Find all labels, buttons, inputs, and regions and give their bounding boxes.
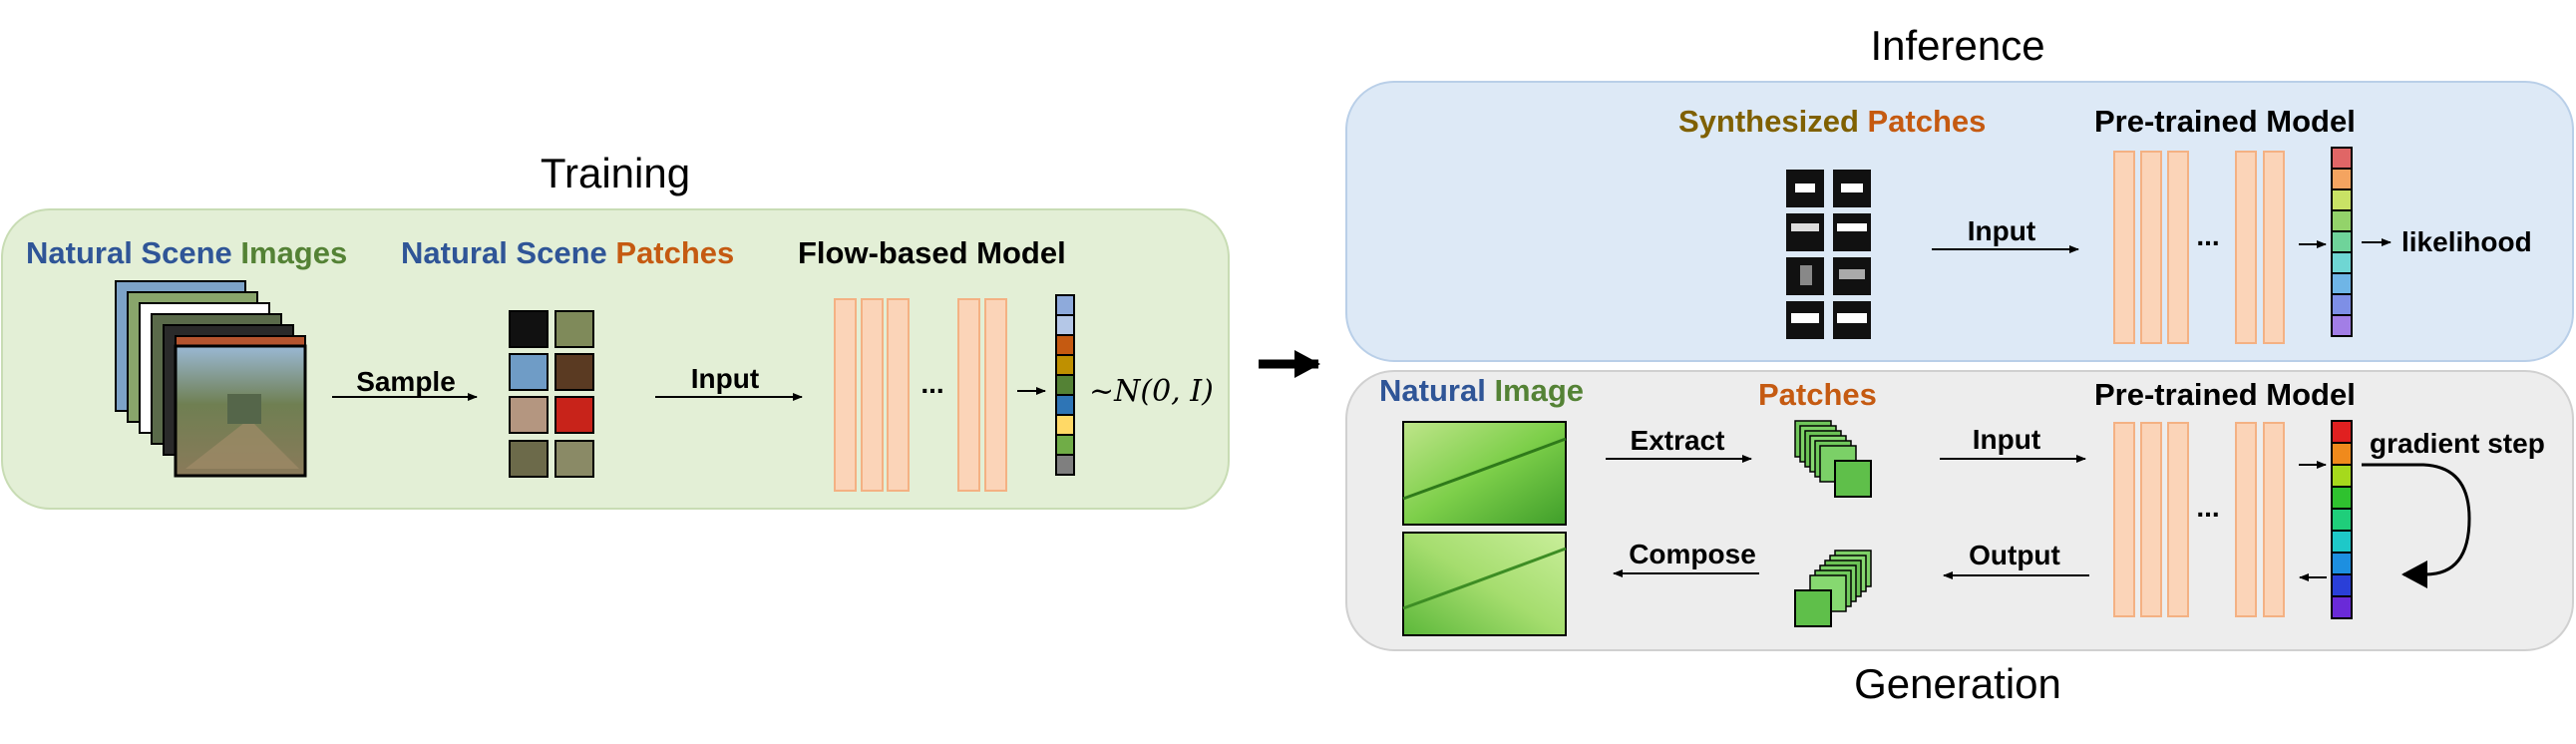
generation-output-label: Output: [1969, 540, 2060, 570]
natural-image-heading: Natural Image: [1379, 373, 1584, 408]
inference-model-layers: [2113, 151, 2285, 344]
extract-label: Extract: [1631, 425, 1725, 456]
inference-title: Inference: [1870, 22, 2044, 69]
training-section: Training Natural Scene Images Natural Sc…: [1, 150, 1230, 510]
generation-patches-heading: Patches: [1758, 377, 1877, 412]
gradient-step-label: gradient step: [2370, 428, 2545, 459]
synth-patches-heading: Synthesized Patches: [1678, 104, 1986, 139]
training-title: Training: [541, 150, 690, 196]
generation-section: Generation Natural Image Patches Pre-tra…: [1345, 370, 2574, 707]
sample-label: Sample: [356, 366, 456, 397]
inference-latent-vector: [2331, 147, 2353, 337]
generation-latent-vector: [2331, 420, 2353, 619]
leaf-image-output: [1402, 532, 1567, 636]
generation-model-layers: [2113, 422, 2285, 617]
scene-image-stack: [115, 280, 307, 478]
patch-stack-top: [1794, 420, 1872, 498]
inference-model-heading: Pre-trained Model: [2094, 104, 2356, 139]
synth-patches-grid: [1786, 170, 1871, 339]
training-output-math: ~N(0, I): [1089, 374, 1214, 409]
inference-ellipsis: ...: [2196, 220, 2219, 251]
generation-ellipsis: ...: [2196, 492, 2219, 523]
training-input-label: Input: [691, 363, 759, 394]
training-patches-grid: [509, 310, 594, 478]
gradient-step-arrow: [2362, 463, 2471, 588]
likelihood-label: likelihood: [2401, 226, 2532, 257]
compose-label: Compose: [1629, 539, 1756, 569]
training-model-heading: Flow-based Model: [798, 235, 1066, 270]
training-ellipsis: ...: [920, 368, 943, 399]
training-latent-vector: [1055, 294, 1075, 476]
training-patches-heading: Natural Scene Patches: [401, 235, 734, 270]
generation-input-label: Input: [1973, 424, 2040, 455]
generation-title: Generation: [1854, 660, 2061, 707]
inference-input-label: Input: [1968, 215, 2035, 246]
training-panel: [1, 208, 1230, 510]
generation-model-heading: Pre-trained Model: [2094, 377, 2356, 412]
training-images-heading: Natural Scene Images: [26, 235, 347, 270]
flow-model-layers: [834, 298, 1007, 492]
inference-section: Inference Synthesized Patches Pre-traine…: [1345, 22, 2574, 362]
leaf-image-input: [1402, 421, 1567, 526]
patch-stack-bottom: [1794, 550, 1872, 627]
